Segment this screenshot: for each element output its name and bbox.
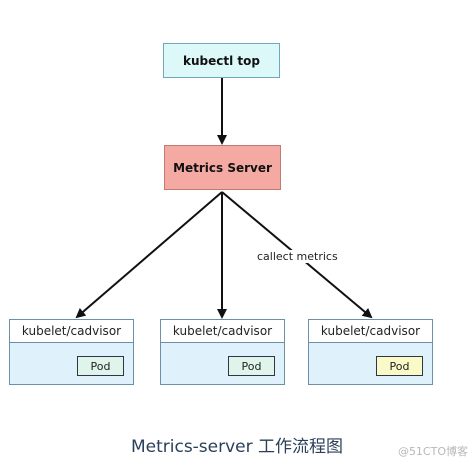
node-box-2: kubelet/cadvisor Pod [160,319,285,385]
kubelet-cadvisor-label: kubelet/cadvisor [309,320,432,343]
edge-label: callect metrics [255,250,340,263]
kubectl-top-box: kubectl top [163,43,280,78]
edge-metrics-to-node1 [75,191,223,319]
node-box-1: kubelet/cadvisor Pod [9,319,134,385]
kubelet-cadvisor-label: kubelet/cadvisor [161,320,284,343]
pod-box: Pod [228,356,275,376]
node-box-3: kubelet/cadvisor Pod [308,319,433,385]
figure-caption: Metrics-server 工作流程图 [130,437,344,457]
watermark: @51CTO博客 [397,445,468,458]
kubelet-cadvisor-label: kubelet/cadvisor [10,320,133,343]
metrics-server-box: Metrics Server [164,145,281,190]
kubectl-top-label: kubectl top [183,53,260,68]
pod-box: Pod [376,356,423,376]
pod-box: Pod [77,356,124,376]
metrics-server-label: Metrics Server [173,160,272,175]
